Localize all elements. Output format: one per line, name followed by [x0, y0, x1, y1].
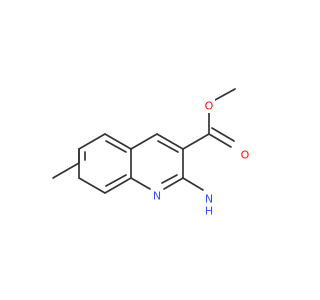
atom-o-methoxy: O	[205, 100, 214, 113]
bond-methyl-ring	[52, 162, 80, 179]
atom-n-ring: N	[153, 190, 161, 203]
molecule-structure: O O N N H	[52, 88, 251, 218]
bond-c2-n1	[163, 177, 184, 190]
bond-c8a-c8	[104, 177, 132, 194]
bond-c5-c4a-inner	[105, 140, 127, 153]
atom-labels: O O N N H	[151, 99, 251, 218]
bond-o-methyl	[214, 88, 236, 101]
bond-c4-c3	[156, 133, 184, 150]
atom-h-amino: H	[205, 205, 213, 218]
bonds	[52, 88, 236, 194]
bond-c5-c4a	[104, 133, 132, 150]
bond-c8-c7	[78, 177, 106, 194]
bond-c6-c5	[78, 133, 106, 150]
bond-carbonyl-double-1	[208, 133, 232, 148]
bond-c3-carbonyl-c	[182, 133, 210, 150]
bond-c2-amino	[182, 177, 204, 191]
bond-carbonyl-double-2	[211, 127, 235, 142]
molecule-canvas: O O N N H	[52, 88, 251, 218]
bond-c4a-c4	[130, 133, 158, 150]
atom-n-amino: N	[205, 193, 213, 206]
bond-c8a-c8-inner	[105, 174, 127, 187]
bond-c2-n1-inner	[161, 174, 178, 184]
bond-c4-c3-inner	[157, 140, 179, 153]
atom-o-carbonyl: O	[241, 149, 250, 162]
bond-n1-c8a	[130, 177, 151, 190]
